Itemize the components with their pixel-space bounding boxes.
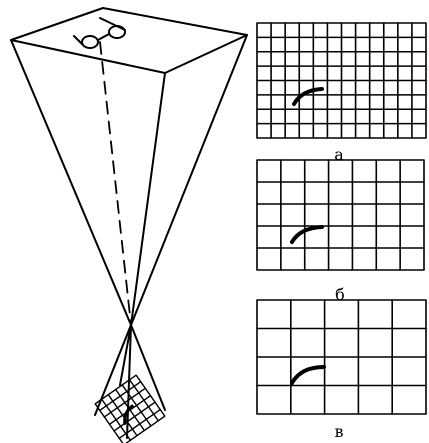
ray-2 (130, 324, 166, 411)
curve-b (290, 225, 324, 244)
top-plane (10, 7, 248, 74)
edge-left (10, 39, 132, 326)
ray-3 (126, 324, 132, 439)
label-b: б (335, 285, 345, 304)
grid-c (256, 299, 427, 415)
curve-c (290, 365, 326, 385)
label-a: а (334, 145, 344, 164)
projection-pyramid (10, 7, 248, 439)
ray-4 (119, 324, 132, 386)
grid-a (256, 22, 427, 139)
edge-front (130, 72, 166, 326)
eyes-icon (73, 17, 126, 49)
optical-axis (99, 41, 132, 326)
edge-right (130, 34, 248, 326)
curve-a (292, 87, 324, 106)
small-rotated-grid (94, 374, 166, 443)
grid-b (256, 159, 425, 271)
label-c: в (334, 422, 343, 441)
